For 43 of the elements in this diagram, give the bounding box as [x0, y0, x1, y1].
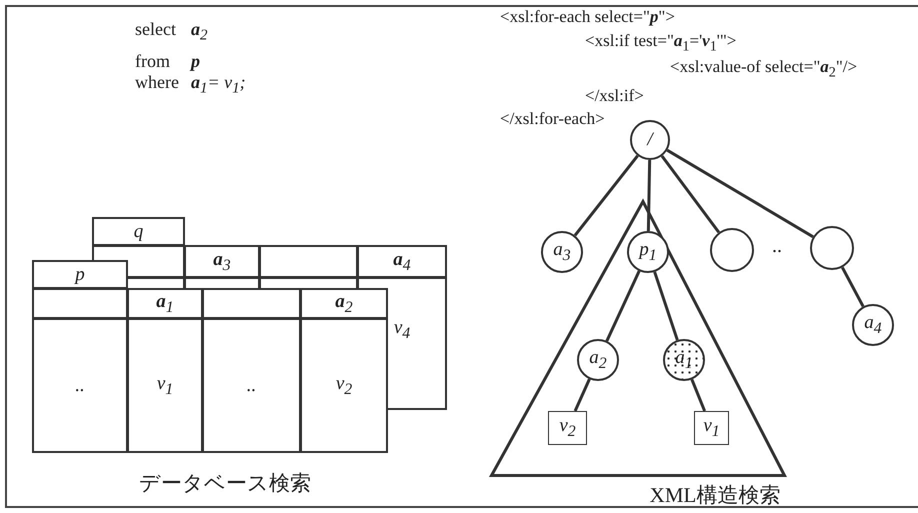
tree-edge — [690, 378, 706, 412]
table-cell: a$_{2}$ — [300, 288, 388, 319]
caption: XML構造検索 — [650, 485, 780, 506]
code-line: </xsl:for-each> — [500, 110, 605, 127]
tree-edge — [574, 154, 639, 236]
tree-edge — [660, 155, 720, 234]
code-line: <xsl:if test="a$_{1}$='v$_{1}$'"> — [585, 32, 736, 54]
tree-edge — [574, 378, 591, 412]
table-cell: v$_{1}$ — [127, 318, 203, 453]
tree-node: a$_{4}$ — [852, 304, 894, 346]
value-box: v$_{1}$ — [694, 411, 729, 445]
table-cell: a$_{4}$ — [357, 245, 447, 278]
code-line: </xsl:if> — [585, 87, 644, 104]
tree-node — [810, 226, 854, 270]
table-cell: a$_{1}$ — [127, 288, 203, 319]
code-line: <xsl:value-of select="a$_{2}$"/> — [670, 58, 858, 80]
tree-edge — [605, 270, 641, 342]
query-keyword: where — [135, 73, 179, 91]
caption: データベース検索 — [139, 473, 311, 494]
tree-edge — [841, 266, 864, 308]
table-cell: v$_{2}$ — [300, 318, 388, 453]
query-condition: a$_{1}$= v$_{1}$; — [191, 73, 246, 97]
tree-node: a$_{3}$ — [541, 231, 583, 273]
query-keyword: select — [135, 20, 176, 38]
tree-edge — [653, 271, 679, 341]
tree-edge — [666, 148, 814, 238]
table-cell: .. — [202, 318, 301, 453]
value-box: v$_{2}$ — [548, 411, 587, 445]
table-cell: a$_{3}$ — [184, 245, 260, 278]
ellipsis: .. — [772, 236, 782, 256]
code-line: <xsl:for-each select="p"> — [500, 8, 675, 25]
tree-node: a$_{1}$ — [663, 339, 705, 381]
table-cell: .. — [32, 318, 128, 453]
tree-node — [710, 228, 754, 272]
tree-node: p$_{1}$ — [627, 231, 669, 273]
query-term: p — [191, 52, 200, 70]
tree-node: / — [630, 120, 670, 160]
tree-node: a$_{2}$ — [577, 339, 619, 381]
query-keyword: from — [135, 52, 170, 70]
tree-edge — [646, 160, 652, 232]
table-name-tab: q — [92, 217, 185, 246]
query-term: a$_{2}$ — [191, 20, 208, 44]
table-name-tab: p — [32, 260, 128, 289]
